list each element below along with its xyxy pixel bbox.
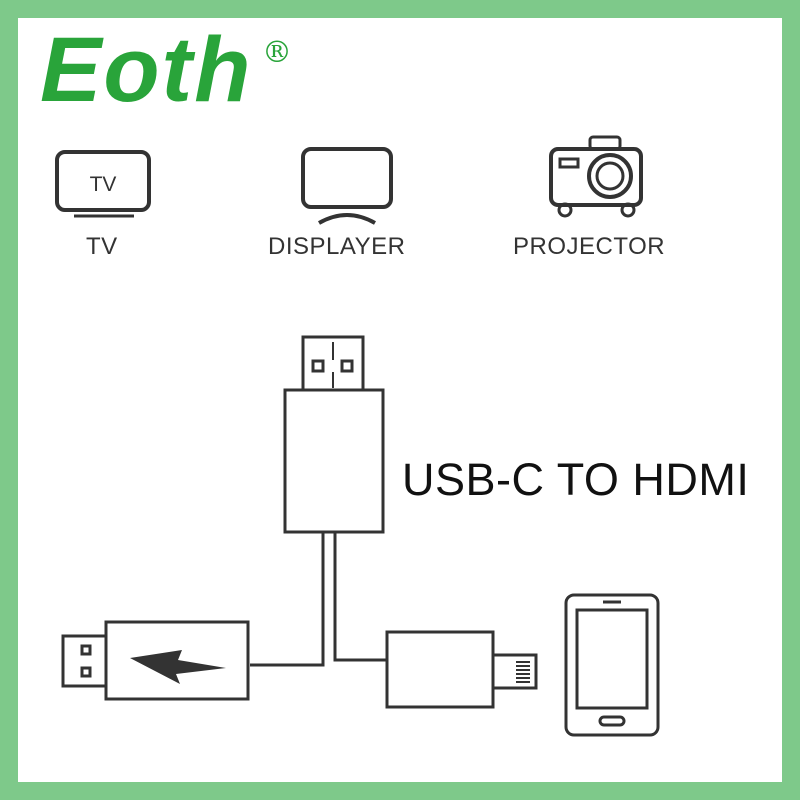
projector-icon [549,135,643,218]
monitor-icon [301,147,393,225]
tv-label: TV [86,233,118,260]
usbc-plug-tip [491,653,538,690]
brand-logo: Eoth [40,19,253,121]
usb-power-plug-tip [61,634,108,688]
usbc-connector-body [385,630,495,709]
tv-icon: TV [55,150,151,218]
displayer-label: DISPLAYER [268,233,406,260]
product-card [18,18,782,782]
power-bolt-icon [130,650,226,684]
hdmi-connector-body [283,388,385,534]
registered-mark: ® [262,35,292,70]
product-title: USB-C TO HDMI [402,454,750,505]
usb-power-connector-body [104,620,250,701]
tv-screen-text: TV [90,173,117,196]
smartphone-icon [564,593,660,737]
projector-label: PROJECTOR [513,233,666,260]
